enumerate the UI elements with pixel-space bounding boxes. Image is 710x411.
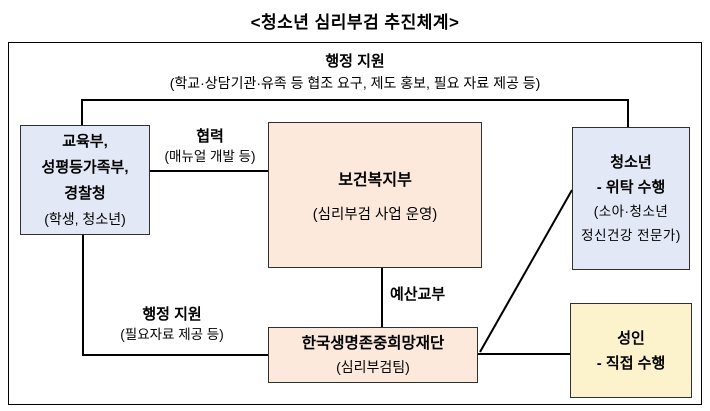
diagram-title: <청소년 심리부검 추진체계> xyxy=(250,13,460,32)
foundation-name: 한국생명존중희망재단 xyxy=(301,335,445,352)
youth-node: 청소년 - 위탁 수행 (소아·청소년 정신건강 전문가) xyxy=(572,127,690,270)
adult-name: 성인 xyxy=(617,329,645,347)
admin-support-bottom-title: 행정 지원 xyxy=(142,306,202,323)
admin-support-top-title: 행정 지원 xyxy=(325,53,385,70)
foundation-youth-connector xyxy=(479,189,573,353)
ministries-node: 교육부, 성평등가족부, 경찰청 (학생, 청소년) xyxy=(20,125,150,235)
youth-sub-line2: 정신건강 전문가) xyxy=(581,227,681,243)
ministries-line1: 교육부, xyxy=(62,132,108,150)
mohw-name: 보건복지부 xyxy=(338,172,412,189)
mohw-node: 보건복지부 (심리부검 사업 운영) xyxy=(268,122,482,268)
ministries-line3: 경찰청 xyxy=(64,184,106,202)
foundation-sub: (심리부검팀) xyxy=(336,359,410,375)
admin-support-bottom-connector xyxy=(82,235,268,356)
youth-role: - 위탁 수행 xyxy=(596,178,666,196)
admin-support-top-desc: (학교·상담기관·유족 등 협조 요구, 제도 홍보, 필요 자료 제공 등) xyxy=(169,75,541,91)
foundation-node: 한국생명존중희망재단 (심리부검팀) xyxy=(268,327,478,383)
diagram-frame xyxy=(8,42,702,405)
ministries-line2: 성평등가족부, xyxy=(41,158,129,176)
youth-name: 청소년 xyxy=(610,153,652,171)
budget-grant-label: 예산교부 xyxy=(390,284,480,305)
cooperation-label: 협력 (매뉴얼 개발 등) xyxy=(145,126,275,167)
admin-support-bottom-label: 행정 지원 (필요자료 제공 등) xyxy=(92,304,252,345)
admin-support-top-label: 행정 지원 (학교·상담기관·유족 등 협조 요구, 제도 홍보, 필요 자료 … xyxy=(8,51,702,94)
admin-support-bottom-desc: (필요자료 제공 등) xyxy=(120,327,224,342)
budget-grant-title: 예산교부 xyxy=(390,286,446,303)
youth-sub-line1: (소아·청소년 xyxy=(593,203,669,219)
cooperation-desc: (매뉴얼 개발 등) xyxy=(164,149,256,164)
cooperation-title: 협력 xyxy=(196,128,224,145)
adult-node: 성인 - 직접 수행 xyxy=(570,303,692,398)
mohw-sub: (심리부검 사업 운영) xyxy=(312,207,438,223)
admin-support-top-connector xyxy=(81,99,629,127)
adult-role: - 직접 수행 xyxy=(596,354,666,372)
ministries-sub: (학생, 청소년) xyxy=(44,210,126,227)
